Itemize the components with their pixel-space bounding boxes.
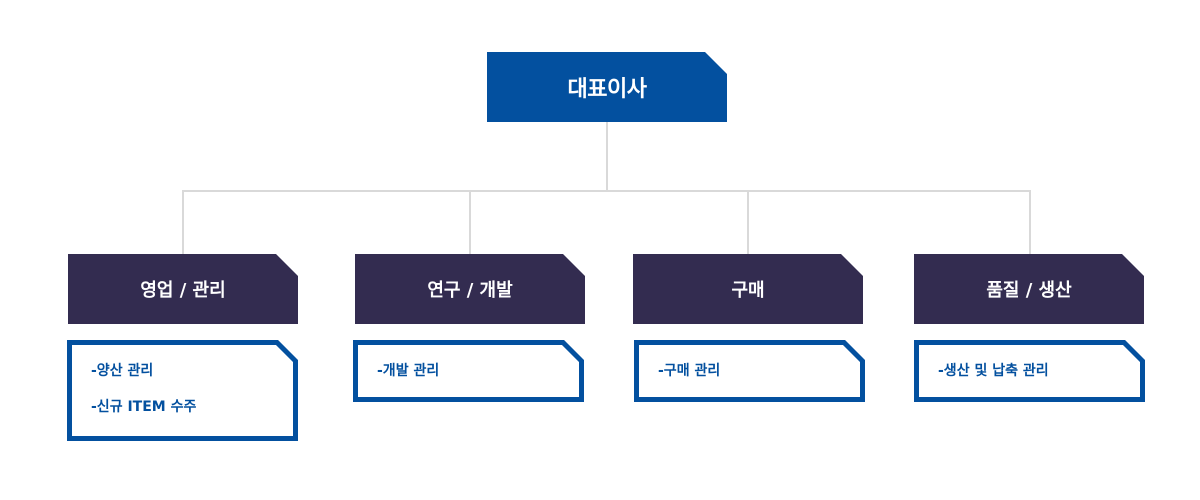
dept-label: 연구 / 개발 bbox=[427, 280, 513, 301]
detail-item: -양산 관리 bbox=[91, 363, 154, 379]
detail-box-research-development: -개발 관리 bbox=[353, 340, 584, 402]
connector-horizontal bbox=[182, 190, 1031, 192]
detail-box-purchasing: -구매 관리 bbox=[634, 340, 865, 402]
detail-item: -개발 관리 bbox=[377, 363, 440, 379]
detail-box-sales-management: -양산 관리 -신규 ITEM 수주 bbox=[67, 340, 298, 441]
detail-box-quality-production: -생산 및 납축 관리 bbox=[914, 340, 1145, 402]
detail-item: -신규 ITEM 수주 bbox=[91, 399, 197, 415]
dept-box-purchasing: 구매 bbox=[633, 254, 863, 324]
detail-box-outline bbox=[353, 340, 584, 402]
connector-dept-3 bbox=[747, 190, 749, 254]
connector-dept-1 bbox=[182, 190, 184, 254]
detail-box-outline bbox=[67, 340, 298, 441]
detail-box-outline bbox=[634, 340, 865, 402]
dept-box-quality-production: 품질 / 생산 bbox=[914, 254, 1144, 324]
detail-item: -생산 및 납축 관리 bbox=[938, 363, 1049, 379]
detail-item: -구매 관리 bbox=[658, 363, 721, 379]
ceo-box: 대표이사 bbox=[487, 52, 727, 122]
ceo-label: 대표이사 bbox=[567, 77, 647, 102]
connector-dept-4 bbox=[1029, 190, 1031, 254]
dept-box-sales-management: 영업 / 관리 bbox=[68, 254, 298, 324]
connector-dept-2 bbox=[469, 190, 471, 254]
dept-label: 품질 / 생산 bbox=[986, 280, 1072, 301]
connector-ceo-vertical bbox=[606, 122, 608, 191]
detail-box-outline bbox=[914, 340, 1145, 402]
dept-box-research-development: 연구 / 개발 bbox=[355, 254, 585, 324]
dept-label: 구매 bbox=[731, 280, 765, 301]
dept-label: 영업 / 관리 bbox=[140, 280, 226, 301]
